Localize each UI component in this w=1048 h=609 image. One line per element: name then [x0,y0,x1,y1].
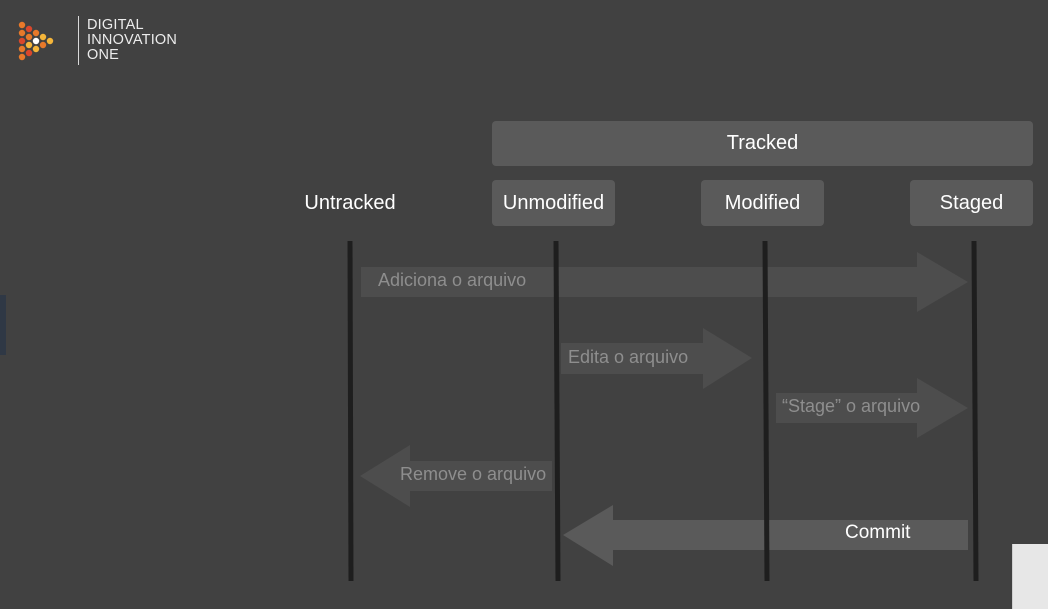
unmodified-lifeline [553,240,561,582]
state-staged: Staged [910,180,1033,226]
brand-line-3: ONE [87,47,120,63]
remove-file-arrow [360,445,552,507]
play-hexagon-logo-icon [18,21,54,61]
state-unmodified: Unmodified [492,180,615,226]
brand-line-1: DIGITAL [87,17,144,33]
logo-divider [78,16,79,65]
tracked-group-header: Tracked [492,121,1033,166]
modified-lifeline [762,240,770,582]
untracked-lifeline [347,240,354,582]
brand-logo: DIGITAL INNOVATION ONE [16,16,177,68]
staged-lifeline [971,240,979,582]
stage-file-label: “Stage” o arquivo [782,396,921,416]
stage-file-arrow [776,378,968,438]
remove-file-label: Remove o arquivo [400,464,547,484]
edit-file-arrow [561,328,752,389]
edit-file-label: Edita o arquivo [568,347,689,367]
add-file-label: Adiciona o arquivo [378,270,527,290]
state-modified: Modified [701,180,824,226]
side-panel-tab[interactable] [0,295,6,355]
brand-line-2: INNOVATION [87,32,178,48]
commit-label: Commit [845,522,911,543]
brand-wordmark: DIGITAL INNOVATION ONE [87,18,177,63]
presenter-video-thumbnail[interactable] [1012,544,1048,609]
state-untracked: Untracked [304,191,396,214]
add-file-arrow [361,252,968,312]
